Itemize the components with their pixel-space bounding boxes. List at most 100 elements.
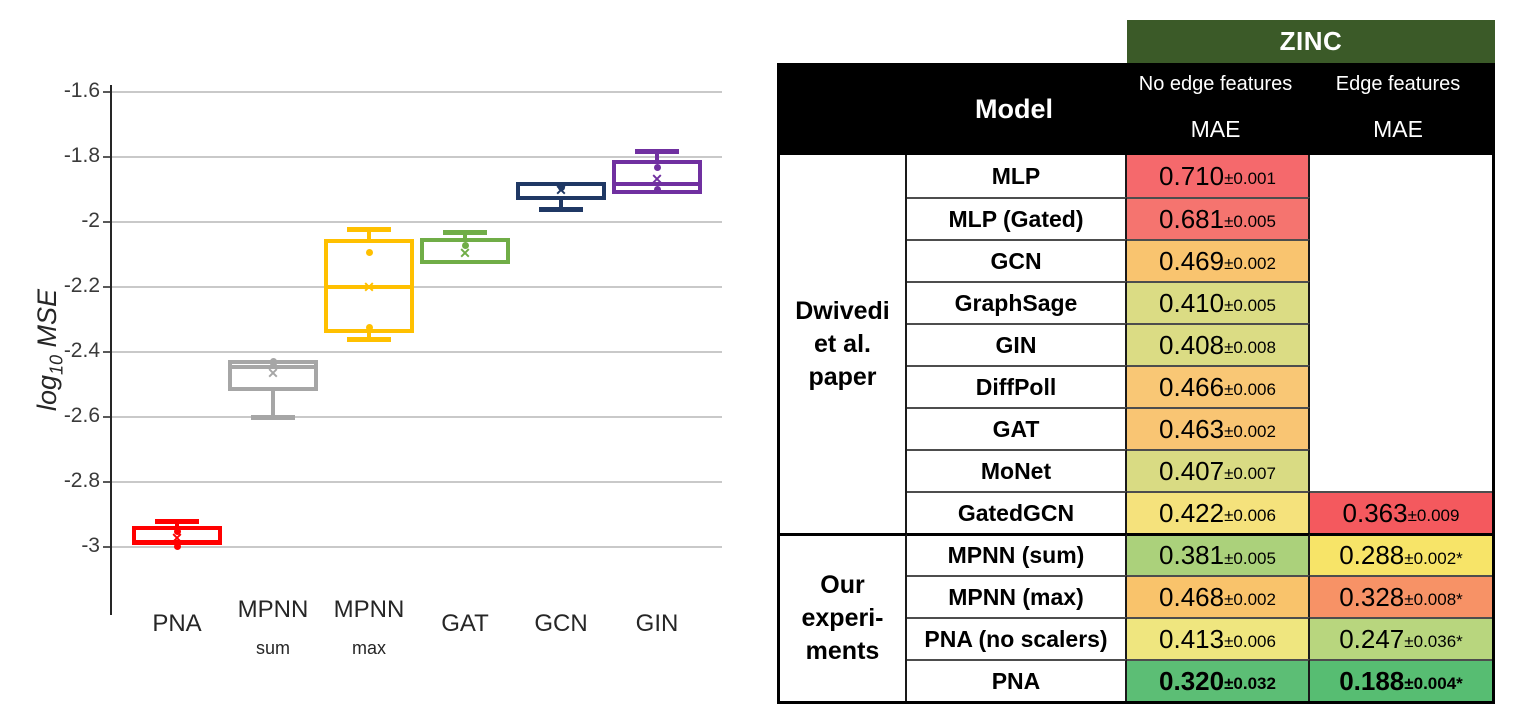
mae-value: 0.410 — [1159, 287, 1225, 318]
mae-edge-cell: 0.328±0.008* — [1310, 575, 1492, 617]
x-category-label: GIN — [635, 610, 679, 637]
x-category-label: PNA — [152, 610, 202, 637]
mae-std: ±0.008 — [1224, 338, 1276, 357]
model-name-cell: MoNet — [907, 449, 1127, 491]
model-name-cell: GIN — [907, 323, 1127, 365]
mae-std: ±0.006 — [1224, 506, 1276, 525]
mae-no-edge-cell: 0.463±0.002 — [1127, 407, 1310, 449]
mae-value: 0.408 — [1159, 329, 1225, 360]
gridline — [111, 156, 722, 158]
mae-edge-cell: 0.247±0.036* — [1310, 617, 1492, 659]
y-axis-tick — [103, 286, 110, 288]
data-point — [269, 357, 277, 365]
no-edge-features-column-header: No edge features MAE — [1124, 63, 1307, 155]
column-metric: MAE — [1373, 116, 1423, 142]
mae-std: ±0.006 — [1224, 632, 1276, 651]
gridline — [111, 351, 722, 353]
boxplot-chart: log10 MSE -1.6-1.8-2-2.2-2.4-2.6-2.8-3✕✕… — [0, 0, 760, 720]
y-tick-label: -2.2 — [63, 274, 100, 297]
table-header-row: Model No edge features MAE Edge features… — [777, 63, 1495, 155]
gridline — [111, 416, 722, 418]
mae-value: 0.681 — [1159, 203, 1225, 234]
mae-no-edge-cell: 0.381±0.005 — [1127, 533, 1310, 575]
median-line — [132, 540, 222, 545]
y-tick-label: -1.6 — [63, 79, 100, 102]
y-axis-tick — [103, 221, 110, 223]
mae-std: ±0.005 — [1224, 548, 1276, 568]
mean-marker: ✕ — [363, 279, 375, 295]
median-line — [612, 182, 702, 187]
mae-no-edge-cell: 0.469±0.002 — [1127, 239, 1310, 281]
mae-std: ±0.004* — [1404, 674, 1463, 693]
model-name-cell: PNA — [907, 659, 1127, 701]
mae-std: ±0.005 — [1224, 212, 1276, 231]
mae-edge-cell: 0.188±0.004* — [1310, 659, 1492, 701]
y-tick-label: -2.6 — [63, 404, 100, 427]
median-line — [420, 260, 510, 265]
mae-edge-cell: 0.363±0.009 — [1310, 491, 1492, 533]
mae-no-edge-cell: 0.413±0.006 — [1127, 617, 1310, 659]
y-axis-tick — [103, 156, 110, 158]
mean-marker: ✕ — [459, 244, 471, 261]
group-label: Dwivedi et al. paper — [780, 155, 907, 533]
data-point — [653, 186, 661, 193]
whisker-cap — [251, 415, 295, 421]
y-tick-label: -2.4 — [63, 339, 100, 362]
x-category-label: GCN — [534, 610, 588, 637]
y-axis-line — [110, 85, 112, 615]
column-title: Edge features — [1335, 73, 1461, 95]
mae-std: ±0.002 — [1224, 254, 1276, 273]
mae-std: ±0.001 — [1224, 169, 1276, 188]
whisker-cap — [635, 148, 679, 154]
y-axis-tick — [103, 91, 110, 93]
gridline — [111, 221, 722, 223]
data-point — [557, 184, 565, 192]
group-label-line: et al. — [814, 329, 871, 358]
mae-edge-cell — [1310, 449, 1492, 491]
mae-no-edge-cell: 0.410±0.005 — [1127, 281, 1310, 323]
median-line — [324, 285, 414, 289]
mean-marker: ✕ — [555, 181, 567, 198]
mae-value: 0.188 — [1339, 665, 1405, 696]
gridline — [111, 91, 722, 93]
gridline — [111, 286, 722, 288]
x-category-sublabel: max — [351, 638, 386, 658]
mae-std: ±0.002 — [1224, 590, 1276, 609]
whisker-stem — [271, 391, 275, 418]
group-label-line: ments — [805, 637, 880, 665]
whisker-cap — [443, 230, 487, 236]
data-point — [365, 249, 373, 257]
data-point — [173, 527, 181, 535]
mae-edge-cell — [1310, 407, 1492, 449]
mae-std: ±0.009 — [1407, 506, 1460, 525]
model-name-cell: DiffPoll — [907, 365, 1127, 407]
mae-no-edge-cell: 0.710±0.001 — [1127, 155, 1310, 197]
whisker-cap — [155, 519, 199, 525]
column-title: No edge features — [1138, 73, 1293, 95]
mae-edge-cell: 0.288±0.002* — [1310, 533, 1492, 575]
mae-value: 0.381 — [1159, 540, 1225, 570]
mae-value: 0.468 — [1159, 581, 1225, 612]
mae-edge-cell — [1310, 155, 1492, 197]
group-label-line: paper — [808, 362, 877, 391]
group-label-line: Dwivedi — [795, 296, 890, 325]
column-metric: MAE — [1190, 116, 1241, 142]
x-category-label: MPNN — [333, 596, 405, 623]
y-tick-label: -2 — [81, 209, 100, 232]
x-category-label: GAT — [441, 610, 489, 637]
mae-std: ±0.002 — [1224, 422, 1276, 441]
y-axis-tick — [103, 481, 110, 483]
whisker-stem — [367, 229, 371, 240]
mae-value: 0.328 — [1339, 581, 1405, 612]
y-axis-tick — [103, 416, 110, 418]
y-tick-label: -1.8 — [63, 144, 100, 167]
group-label-line: experi- — [801, 604, 884, 632]
mae-std: ±0.036* — [1404, 632, 1463, 651]
model-name-cell: GCN — [907, 239, 1127, 281]
model-name-cell: MLP (Gated) — [907, 197, 1127, 239]
mean-marker: ✕ — [651, 171, 663, 188]
y-tick-label: -2.8 — [63, 469, 100, 492]
mae-edge-cell — [1310, 323, 1492, 365]
mae-std: ±0.006 — [1224, 380, 1276, 399]
